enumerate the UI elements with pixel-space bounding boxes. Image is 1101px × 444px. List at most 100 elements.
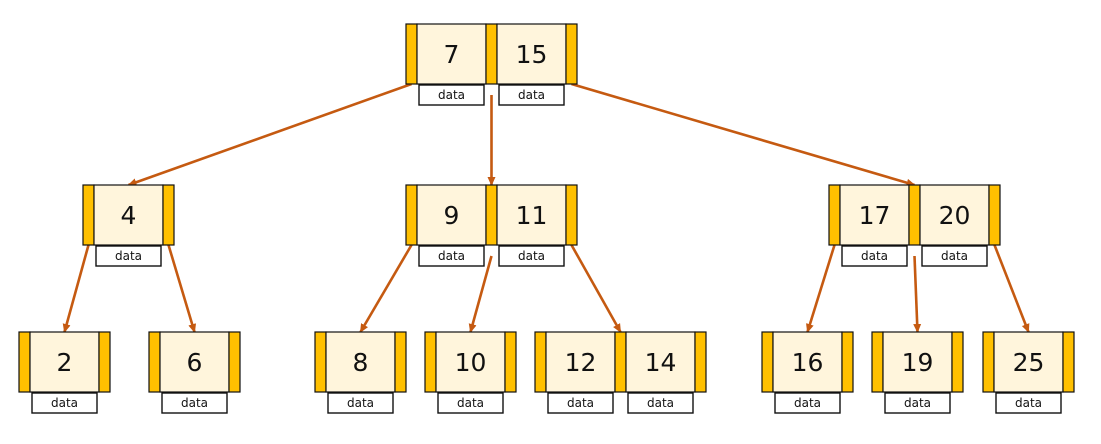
tree-node-n17: 17 data 20 data — [828, 184, 1001, 267]
pointer-cell — [988, 184, 1001, 246]
pointer-cell — [908, 184, 921, 246]
data-label: data — [457, 396, 484, 410]
pointer-cell — [424, 331, 437, 393]
pointer-cell — [504, 331, 517, 393]
data-label: data — [518, 88, 545, 102]
data-label: data — [181, 396, 208, 410]
data-label: data — [438, 249, 465, 263]
edge-n17-n25 — [993, 244, 1030, 333]
edge-n9-n10 — [468, 255, 493, 333]
data-box — [437, 392, 504, 414]
key-label: 17 — [859, 201, 891, 230]
data-box — [498, 245, 565, 267]
pointer-cell — [841, 331, 854, 393]
tree-node-n12: 12 data 14 data — [534, 331, 707, 414]
key-cell — [545, 331, 616, 393]
data-box — [418, 84, 485, 106]
key-cell — [416, 23, 487, 85]
pointer-cell — [405, 184, 418, 246]
pointer-cell — [82, 184, 95, 246]
data-label: data — [567, 396, 594, 410]
key-cell — [882, 331, 953, 393]
pointer-cell — [951, 331, 964, 393]
key-label: 16 — [792, 348, 824, 377]
edge-root-n4 — [127, 82, 412, 187]
data-label: data — [115, 249, 142, 263]
pointer-cell — [228, 331, 241, 393]
data-label: data — [647, 396, 674, 410]
key-cell — [625, 331, 696, 393]
edge-n4-n2 — [62, 244, 90, 333]
tree-node-root: 7 data 15 data — [405, 23, 578, 106]
data-label: data — [861, 249, 888, 263]
data-box — [547, 392, 614, 414]
key-label: 7 — [444, 40, 460, 69]
key-label: 9 — [444, 201, 460, 230]
key-cell — [325, 331, 396, 393]
data-label: data — [1015, 396, 1042, 410]
pointer-cell — [565, 184, 578, 246]
tree-node-n2: 2 data — [18, 331, 111, 414]
key-cell — [919, 184, 990, 246]
edge-n9-n8 — [359, 244, 413, 333]
data-label: data — [438, 88, 465, 102]
key-label: 10 — [455, 348, 487, 377]
data-box — [498, 84, 565, 106]
pointer-cell — [871, 331, 884, 393]
data-box — [161, 392, 228, 414]
tree-node-n8: 8 data — [314, 331, 407, 414]
key-cell — [159, 331, 230, 393]
pointer-cell — [1062, 331, 1075, 393]
key-cell — [93, 184, 164, 246]
pointer-cell — [614, 331, 627, 393]
data-box — [327, 392, 394, 414]
data-box — [31, 392, 98, 414]
key-label: 25 — [1013, 348, 1045, 377]
edge-n4-n6 — [167, 244, 197, 333]
data-box — [418, 245, 485, 267]
data-box — [774, 392, 841, 414]
key-label: 2 — [57, 348, 73, 377]
data-box — [95, 245, 162, 267]
edge-n17-n16 — [806, 244, 836, 333]
key-label: 14 — [645, 348, 677, 377]
pointer-cell — [828, 184, 841, 246]
pointer-cell — [162, 184, 175, 246]
pointer-cell — [565, 23, 578, 85]
key-label: 19 — [902, 348, 934, 377]
edge-n9-n12 — [570, 244, 622, 333]
key-label: 12 — [565, 348, 597, 377]
pointer-cell — [405, 23, 418, 85]
key-label: 4 — [121, 201, 137, 230]
pointer-cell — [534, 331, 547, 393]
nodes-layer: 7data15data4data9data11data17data20data2… — [18, 23, 1075, 414]
data-label: data — [347, 396, 374, 410]
data-box — [995, 392, 1062, 414]
tree-node-n19: 19 data — [871, 331, 964, 414]
pointer-cell — [761, 331, 774, 393]
data-label: data — [904, 396, 931, 410]
tree-node-n10: 10 data — [424, 331, 517, 414]
data-box — [921, 245, 988, 267]
data-box — [884, 392, 951, 414]
pointer-cell — [485, 184, 498, 246]
pointer-cell — [394, 331, 407, 393]
tree-node-n4: 4 data — [82, 184, 175, 267]
data-label: data — [941, 249, 968, 263]
edge-root-n17 — [571, 82, 916, 187]
pointer-cell — [18, 331, 31, 393]
data-box — [841, 245, 908, 267]
data-label: data — [51, 396, 78, 410]
pointer-cell — [314, 331, 327, 393]
key-label: 15 — [516, 40, 548, 69]
tree-node-n6: 6 data — [148, 331, 241, 414]
pointer-cell — [148, 331, 161, 393]
key-label: 11 — [516, 201, 548, 230]
key-label: 6 — [187, 348, 203, 377]
key-label: 20 — [939, 201, 971, 230]
key-label: 8 — [353, 348, 369, 377]
data-label: data — [794, 396, 821, 410]
edge-n17-n19 — [913, 255, 922, 333]
